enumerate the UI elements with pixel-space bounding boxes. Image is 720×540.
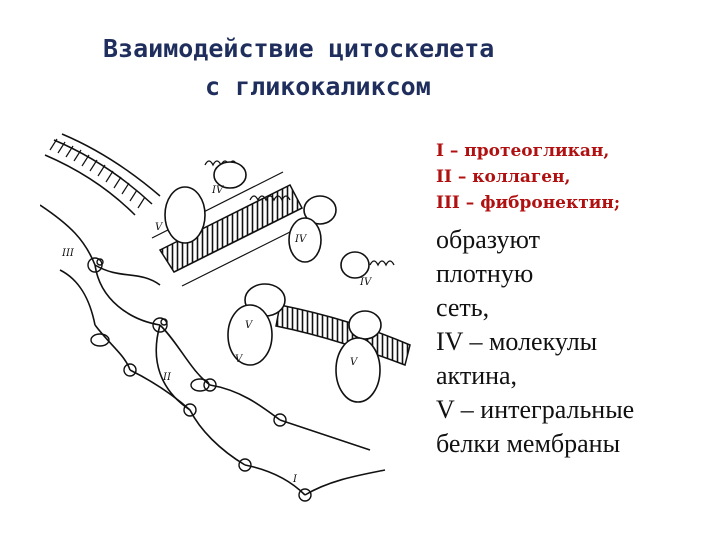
slide-title: Взаимодействие цитоскелета с гликокаликс… <box>0 30 720 106</box>
cytoskeleton-glycocalyx-illustration: III IV V IV V IV V V II I <box>40 133 411 502</box>
label-iii: III <box>61 248 75 259</box>
legend-item-proteoglycan: I – протеогликан, <box>436 141 610 161</box>
title-line-1: Взаимодействие цитоскелета <box>103 34 495 63</box>
legend-line: актина, <box>436 361 518 390</box>
proteoglycan-nodes <box>87 257 312 502</box>
legend-line: плотную <box>436 259 534 288</box>
legend-line: V – интегральные <box>436 395 635 424</box>
legend-description: образуют плотную сеть, IV – молекулы акт… <box>436 223 634 461</box>
label-ii: II <box>162 372 172 383</box>
label-iv-1: IV <box>211 185 225 196</box>
legend-item-collagen: II – коллаген, <box>436 167 571 187</box>
label-v-4: V <box>235 354 244 365</box>
label-v-3: V <box>350 357 359 368</box>
legend-components: I – протеогликан, II – коллаген, III – ф… <box>436 138 620 216</box>
label-i: I <box>292 474 298 485</box>
legend-line: образуют <box>436 225 540 254</box>
label-iv-3: IV <box>359 277 373 288</box>
label-v-1: V <box>155 222 164 233</box>
label-iv-2: IV <box>294 234 308 245</box>
legend-line: сеть, <box>436 293 490 322</box>
protein-figures <box>164 161 382 403</box>
label-v-2: V <box>245 320 254 331</box>
membrane-band-lower <box>275 304 411 366</box>
membrane-upper <box>44 133 161 216</box>
legend-line: белки мембраны <box>436 429 621 458</box>
legend-item-fibronectin: III – фибронектин; <box>436 193 621 213</box>
legend-line: IV – молекулы <box>436 327 598 356</box>
title-line-2: с гликокаликсом <box>205 72 431 101</box>
